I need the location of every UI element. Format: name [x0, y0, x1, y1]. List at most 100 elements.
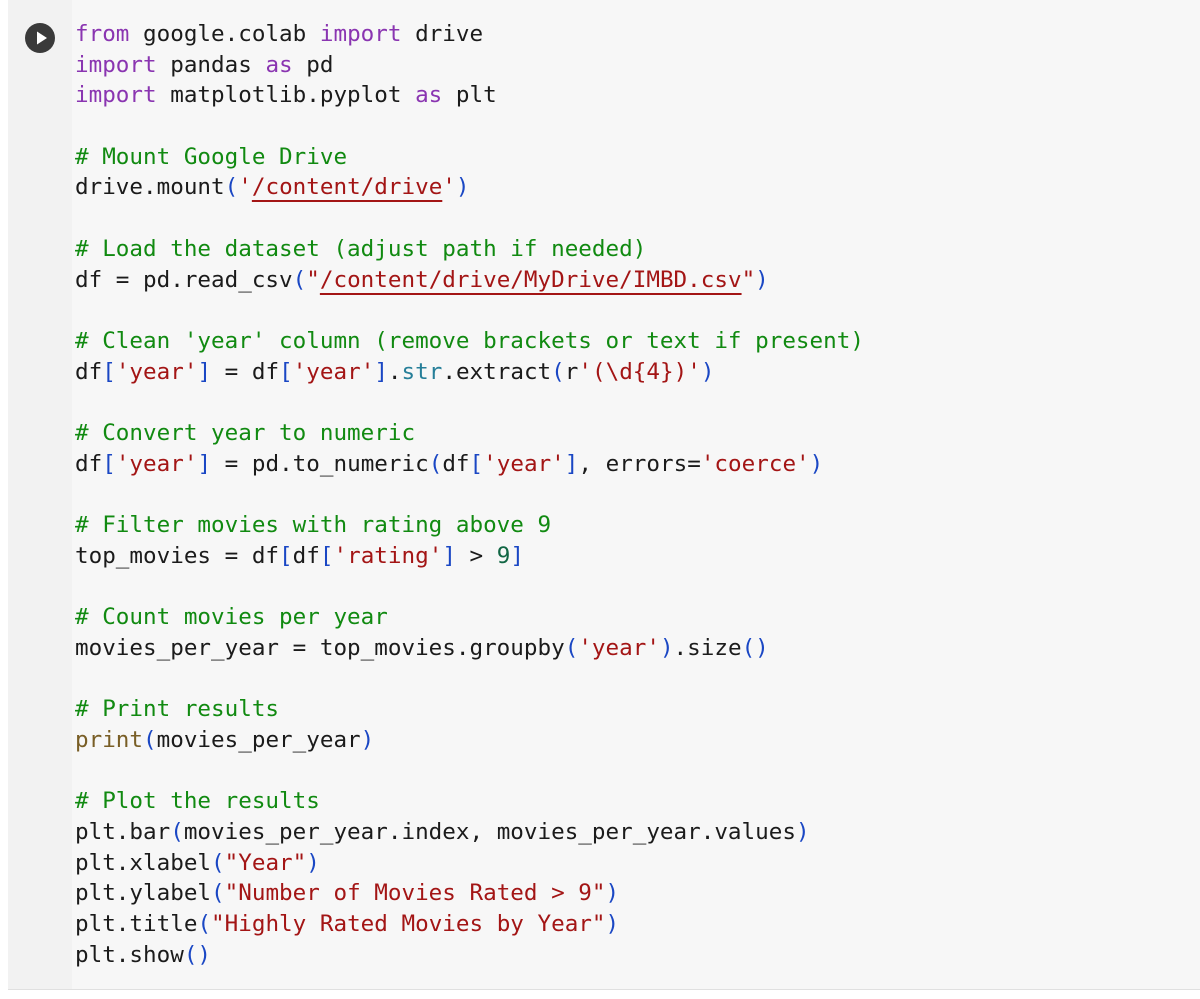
- code-token: df: [75, 358, 103, 385]
- code-token: as: [415, 82, 443, 109]
- code-line: [75, 387, 864, 418]
- code-token: [: [469, 450, 484, 477]
- code-token: ]: [197, 358, 212, 385]
- code-token: ]: [564, 450, 579, 477]
- code-token: 'year': [115, 358, 198, 385]
- code-token: 'year': [578, 634, 660, 661]
- code-token: (): [183, 941, 212, 968]
- code-token: import: [75, 82, 157, 109]
- code-line: [75, 756, 864, 787]
- run-cell-button[interactable]: [25, 23, 55, 53]
- code-line: plt.show(): [75, 940, 864, 971]
- code-token: r: [564, 358, 579, 385]
- code-token: ): [605, 910, 620, 937]
- code-token: movies_per_year.index, movies_per_year.v…: [183, 818, 796, 845]
- code-token: print: [75, 726, 144, 753]
- code-token: df = pd.read_csv: [75, 266, 293, 293]
- code-token: '(\d{4})': [578, 358, 701, 385]
- code-token: df: [292, 542, 320, 569]
- code-token: [: [279, 358, 293, 385]
- code-token: # Plot the results: [75, 788, 320, 815]
- code-line: # Mount Google Drive: [75, 142, 864, 173]
- code-token: ]: [197, 450, 212, 477]
- code-token: import: [319, 21, 402, 47]
- code-token: 'year': [483, 450, 565, 477]
- code-token: (: [551, 358, 565, 385]
- code-token: ): [700, 358, 715, 385]
- code-line: print(movies_per_year): [75, 725, 864, 756]
- code-line: # Count movies per year: [75, 602, 864, 633]
- code-token: ]: [510, 542, 524, 569]
- code-token: .extract: [442, 358, 552, 385]
- code-line: plt.title("Highly Rated Movies by Year"): [75, 909, 864, 940]
- code-token: ): [455, 174, 470, 201]
- code-line: df['year'] = pd.to_numeric(df['year'], e…: [75, 449, 864, 480]
- code-token: ]: [374, 358, 388, 385]
- code-cell: [8, 0, 1200, 990]
- code-token: google.colab: [129, 21, 320, 47]
- play-icon: [37, 31, 47, 45]
- code-line: import matplotlib.pyplot as plt: [75, 80, 864, 111]
- code-token: ): [605, 880, 620, 907]
- code-token: /content/drive: [251, 174, 443, 201]
- code-token: # Convert year to numeric: [75, 419, 416, 446]
- code-token: (: [292, 266, 307, 293]
- code-token: matplotlib.pyplot: [156, 82, 416, 109]
- code-token: ": [741, 266, 756, 293]
- code-token: (: [197, 910, 212, 937]
- code-token: 'rating': [333, 542, 443, 569]
- code-token: ): [795, 818, 810, 845]
- code-token: drive.mount: [75, 174, 225, 201]
- code-token: ': [442, 174, 456, 201]
- code-token: "Year": [224, 849, 307, 876]
- code-line: # Plot the results: [75, 786, 864, 817]
- code-line: [75, 295, 864, 326]
- code-token: (): [741, 634, 769, 661]
- code-token: 9: [496, 542, 511, 569]
- code-token: = df: [211, 358, 280, 385]
- code-token: "Number of Movies Rated > 9": [224, 880, 606, 907]
- code-token: plt.title: [75, 910, 198, 937]
- code-token: # Clean 'year' column (remove brackets o…: [75, 327, 864, 354]
- code-token: as: [265, 51, 293, 78]
- code-token: # Mount Google Drive: [75, 143, 348, 170]
- code-token: /content/drive/MyDrive/IMBD.csv: [319, 266, 742, 293]
- code-token: [: [102, 450, 116, 477]
- code-token: plt.xlabel: [75, 849, 212, 876]
- code-token: movies_per_year = top_movies.groupby: [75, 634, 565, 661]
- code-line: import pandas as pd: [75, 50, 864, 81]
- code-token: = pd.to_numeric: [211, 450, 429, 477]
- code-line: [75, 479, 864, 510]
- code-token: .: [387, 358, 402, 385]
- code-token: 'coerce': [700, 450, 810, 477]
- code-token: df: [75, 450, 103, 477]
- code-token: pd: [292, 51, 334, 78]
- code-token: (: [564, 634, 579, 661]
- code-token: movies_per_year: [156, 726, 361, 753]
- code-token: ): [360, 726, 375, 753]
- code-line: plt.xlabel("Year"): [75, 848, 864, 879]
- code-token: # Count movies per year: [75, 604, 388, 631]
- code-line: # Load the dataset (adjust path if neede…: [75, 234, 864, 265]
- code-line: plt.ylabel("Number of Movies Rated > 9"): [75, 878, 864, 909]
- code-token: (: [211, 849, 225, 876]
- code-token: 'year': [292, 358, 375, 385]
- code-line: df = pd.read_csv( "/content/drive/MyDrive…: [75, 265, 864, 296]
- code-line: # Filter movies with rating above 9: [75, 510, 864, 541]
- code-token: str: [401, 358, 443, 385]
- code-line: from google.colab import drive: [75, 19, 864, 50]
- code-line: # Clean 'year' column (remove brackets o…: [75, 326, 864, 357]
- code-token: plt: [442, 82, 497, 109]
- code-line: movies_per_year = top_movies.groupby('ye…: [75, 633, 864, 664]
- code-token: "Highly Rated Movies by Year": [211, 910, 606, 937]
- code-token: (: [143, 726, 157, 753]
- code-token: # Print results: [75, 696, 280, 723]
- code-token: .size: [673, 634, 742, 661]
- code-token: [: [319, 542, 334, 569]
- code-token: # Load the dataset (adjust path if neede…: [75, 235, 647, 262]
- code-token: >: [455, 542, 497, 569]
- code-token: # Filter movies with rating above 9: [75, 512, 552, 538]
- code-token: (: [428, 450, 443, 477]
- code-line: # Print results: [75, 694, 864, 725]
